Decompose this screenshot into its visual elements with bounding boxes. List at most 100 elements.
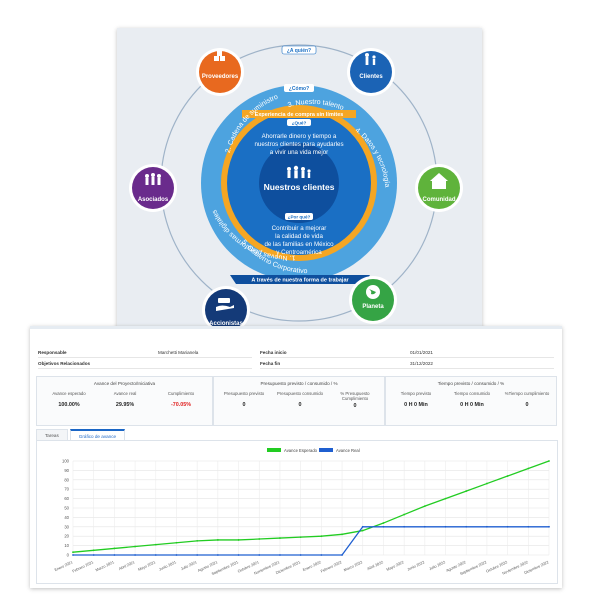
bottom-band [230,275,370,284]
budget-box: Presupuesto previsto / consumido / % Pre… [213,376,385,426]
responsible-row: Responsable Marchetti Marianela [38,348,252,358]
real-progress-label: Avance real [113,391,137,396]
start-date-value: 01/01/2021 [410,350,433,355]
data-point [444,525,447,528]
why-line-3: de las familias en México [264,241,334,248]
money-hand-icon [216,298,234,311]
expected-progress-value: 100.00% [58,402,80,408]
x-tick-label: Febrero 2021 [72,560,94,573]
node-asociados: Asociados [129,164,177,212]
family-icon [365,53,376,65]
data-point [299,554,302,556]
time-planned: Tiempo previsto 0 H 0 Min [388,391,444,408]
x-tick-label: Febrero 2022 [320,560,342,573]
data-point [506,525,509,528]
legend-swatch [267,448,281,452]
svg-text:Comunidad: Comunidad [423,197,456,203]
data-point [486,525,488,528]
end-date-value: 31/12/2022 [410,361,433,366]
budget-compliance-label: % Presupuesto Cumplimiento [340,391,370,401]
objectives-row: Objetivos Relacionados [38,359,252,369]
series-line [73,526,549,556]
tab-grafico-avance[interactable]: Gráfico de avance [69,429,126,442]
data-point [423,525,426,528]
compliance-value: -70.05% [170,402,192,408]
data-point [175,554,178,556]
y-tick-label: 0 [67,553,70,558]
svg-text:Proveedores: Proveedores [202,74,239,80]
y-tick-label: 20 [64,534,69,539]
budget-compliance: % Presupuesto Cumplimiento 0 [328,391,382,409]
center-disc [259,143,339,223]
strategy-diagram-card: Experiencia de compra sin límites ¿A qui… [117,28,482,338]
data-point [154,543,157,546]
y-tick-label: 30 [64,524,69,529]
budget-planned: Presupuesto previsto 0 [216,391,272,408]
data-point [486,482,488,485]
budget-consumed: Presupuesto consumido 0 [272,391,328,408]
data-point [258,554,261,556]
x-tick-label: Junio 2022 [407,560,426,571]
what-tag-label: ¿Qué? [292,121,307,126]
dashboard-top-border [30,326,562,329]
node-proveedores: Proveedores [196,48,244,96]
start-date-row: Fecha inicio 01/01/2021 [260,348,554,358]
time-compliance-value: 0 [525,402,529,408]
y-tick-label: 50 [64,506,69,511]
node-clientes: Clientes [347,48,395,96]
x-tick-label: Marzo 2022 [343,560,363,572]
data-point [258,538,261,540]
who-tag [281,45,317,55]
what-line-1: Ahorrarle dinero y tiempo a [262,133,337,140]
how-tag [284,84,314,92]
why-line-4: y Centroamérica [276,249,322,256]
time-consumed-label: Tiempo consumido [453,391,491,396]
data-point [548,460,550,462]
strategy-wheel: Experiencia de compra sin límites ¿A qui… [129,44,463,334]
data-point [72,551,74,554]
responsible-value: Marchetti Marianela [158,350,199,355]
data-point [506,475,509,477]
what-tag [287,119,311,126]
y-tick-label: 80 [64,477,69,482]
data-point [196,554,199,556]
data-point [527,525,530,528]
why-line-1: Contribuir a mejorar [272,225,327,232]
progress-box-title: Avance del Proyecto/Iniciativa [93,381,156,386]
x-tick-label: Julio 2022 [429,560,446,571]
what-line-3: a vivir una vida mejor [270,149,328,156]
data-point [279,537,281,539]
time-planned-value: 0 H 0 Min [404,402,428,408]
end-date-row: Fecha fin 31/12/2022 [260,359,554,369]
y-tick-label: 90 [64,468,69,473]
start-date-label: Fecha inicio [260,350,287,355]
data-point [320,554,323,556]
tab-tareas[interactable]: Tareas [36,429,68,442]
data-point [361,529,364,532]
node-accionistas: Accionistas [202,286,250,334]
time-compliance: %Tiempo cumplimiento 0 [500,391,554,408]
time-consumed: Tiempo consumido 0 H 0 Min [444,391,500,408]
globe-icon [366,285,380,299]
svg-text:Asociados: Asociados [138,197,169,203]
house-icon [430,173,448,189]
budget-compliance-value: 0 [353,403,357,409]
budget-box-title: Presupuesto previsto / consumido / % [260,381,338,386]
data-point [382,522,385,524]
data-point [134,545,136,548]
data-point [299,536,302,539]
why-tag-label: ¿Por qué? [288,215,311,220]
data-point [237,554,240,556]
data-point [341,533,343,536]
time-consumed-value: 0 H 0 Min [460,402,484,408]
x-tick-label: Mayo 2021 [137,560,156,572]
people-icon [145,173,161,185]
budget-consumed-value: 0 [298,402,302,408]
legend-label: Avance Real [336,448,360,453]
time-box-title: Tiempo previsto / consumido / % [437,381,505,386]
x-tick-label: Enero 2021 [54,560,73,572]
real-progress-value: 29.95% [115,402,135,408]
y-tick-label: 70 [64,487,69,492]
